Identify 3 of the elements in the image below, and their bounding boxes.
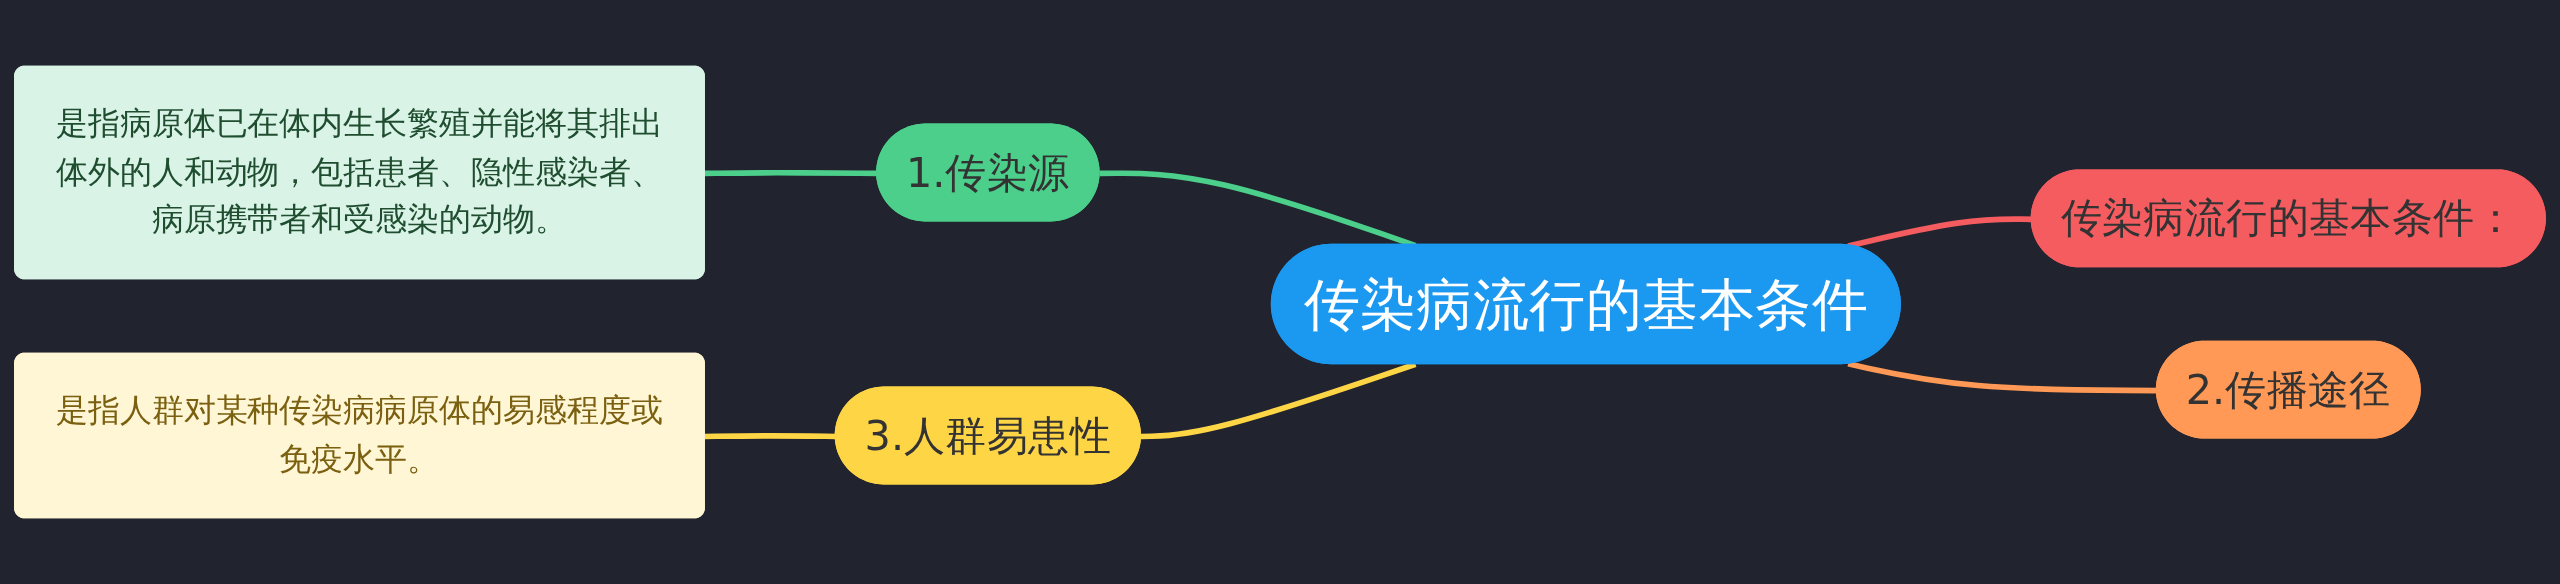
connector bbox=[1847, 361, 2158, 394]
connector bbox=[704, 433, 837, 440]
connector bbox=[1847, 216, 2033, 249]
